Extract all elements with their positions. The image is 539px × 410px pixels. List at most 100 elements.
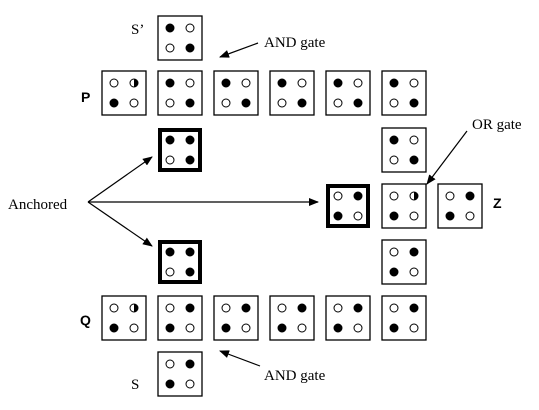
open-dot bbox=[185, 323, 195, 333]
filled-dot bbox=[185, 98, 195, 108]
filled-dot bbox=[109, 323, 119, 333]
half-dot-fill bbox=[134, 304, 138, 312]
open-dot bbox=[277, 98, 287, 108]
filled-dot bbox=[389, 135, 399, 145]
open-dot bbox=[165, 43, 175, 53]
open-dot bbox=[109, 303, 119, 313]
filled-dot bbox=[277, 78, 287, 88]
open-dot bbox=[221, 303, 231, 313]
cell-frame bbox=[381, 239, 427, 285]
filled-dot bbox=[165, 135, 175, 145]
open-dot bbox=[353, 78, 363, 88]
filled-dot bbox=[221, 323, 231, 333]
cell-s-prime bbox=[157, 15, 203, 61]
cell-frame bbox=[101, 70, 147, 116]
filled-dot bbox=[277, 323, 287, 333]
cell-frame bbox=[157, 70, 203, 116]
cell-frame bbox=[158, 240, 202, 284]
cell-p-5 bbox=[325, 70, 371, 116]
open-dot bbox=[389, 303, 399, 313]
cell-frame bbox=[269, 70, 315, 116]
cell-q-3 bbox=[213, 295, 259, 341]
filled-dot bbox=[297, 303, 307, 313]
cell-p-1 bbox=[101, 70, 147, 116]
and-gate-bottom-arrow bbox=[219, 350, 261, 367]
filled-dot bbox=[353, 303, 363, 313]
filled-dot bbox=[185, 155, 195, 165]
cell-p-6 bbox=[381, 70, 427, 116]
open-dot bbox=[165, 155, 175, 165]
filled-dot bbox=[109, 98, 119, 108]
cell-or-above bbox=[381, 127, 427, 173]
cell-frame bbox=[381, 183, 427, 229]
cells-layer bbox=[101, 15, 483, 397]
filled-dot bbox=[333, 78, 343, 88]
filled-dot bbox=[409, 303, 419, 313]
label-or-gate: OR gate bbox=[472, 117, 522, 133]
and-gate-top-arrow bbox=[219, 42, 259, 58]
open-dot bbox=[333, 98, 343, 108]
label-p: P bbox=[81, 89, 90, 105]
filled-dot bbox=[389, 323, 399, 333]
filled-dot bbox=[165, 247, 175, 257]
cell-p-4 bbox=[269, 70, 315, 116]
cell-q-6 bbox=[381, 295, 427, 341]
open-dot bbox=[109, 78, 119, 88]
open-dot bbox=[409, 267, 419, 277]
label-and-gate-top: AND gate bbox=[264, 35, 326, 51]
anchored-arrow-bottom bbox=[87, 201, 153, 247]
cell-frame bbox=[381, 295, 427, 341]
open-dot bbox=[129, 323, 139, 333]
open-dot bbox=[277, 303, 287, 313]
label-s-prime: S’ bbox=[131, 22, 144, 38]
filled-dot bbox=[165, 23, 175, 33]
cell-q-4 bbox=[269, 295, 315, 341]
open-dot bbox=[389, 247, 399, 257]
cell-frame bbox=[381, 70, 427, 116]
open-dot bbox=[409, 78, 419, 88]
open-dot bbox=[165, 267, 175, 277]
cell-p-3 bbox=[213, 70, 259, 116]
filled-dot bbox=[165, 379, 175, 389]
cell-frame bbox=[213, 295, 259, 341]
open-dot bbox=[165, 98, 175, 108]
filled-dot bbox=[445, 211, 455, 221]
filled-dot bbox=[353, 191, 363, 201]
cell-q-2 bbox=[157, 295, 203, 341]
open-dot bbox=[185, 379, 195, 389]
open-dot bbox=[389, 98, 399, 108]
cell-or-below bbox=[381, 239, 427, 285]
filled-dot bbox=[389, 78, 399, 88]
cell-frame bbox=[157, 15, 203, 61]
cell-anchor-top bbox=[158, 128, 202, 172]
filled-dot bbox=[241, 303, 251, 313]
filled-dot bbox=[465, 191, 475, 201]
filled-dot bbox=[297, 98, 307, 108]
filled-dot bbox=[221, 78, 231, 88]
filled-dot bbox=[185, 303, 195, 313]
anchored-arrow-top bbox=[87, 156, 153, 203]
cell-anchor-bottom bbox=[158, 240, 202, 284]
filled-dot bbox=[409, 98, 419, 108]
open-dot bbox=[409, 135, 419, 145]
open-dot bbox=[221, 98, 231, 108]
filled-dot bbox=[333, 211, 343, 221]
cell-frame bbox=[326, 184, 370, 228]
open-dot bbox=[333, 303, 343, 313]
cell-frame bbox=[157, 295, 203, 341]
open-dot bbox=[409, 211, 419, 221]
filled-dot bbox=[333, 323, 343, 333]
open-dot bbox=[185, 78, 195, 88]
open-dot bbox=[333, 191, 343, 201]
open-dot bbox=[297, 78, 307, 88]
label-z: Z bbox=[493, 195, 502, 211]
open-dot bbox=[389, 191, 399, 201]
open-dot bbox=[241, 78, 251, 88]
open-dot bbox=[465, 211, 475, 221]
cell-frame bbox=[213, 70, 259, 116]
filled-dot bbox=[165, 323, 175, 333]
filled-dot bbox=[185, 43, 195, 53]
filled-dot bbox=[353, 98, 363, 108]
